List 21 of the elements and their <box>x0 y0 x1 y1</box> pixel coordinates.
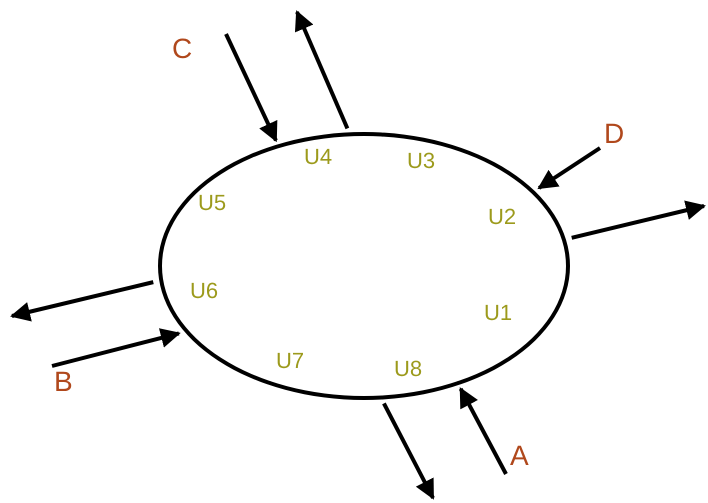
unit-label: U6 <box>190 280 218 302</box>
arrow <box>537 146 602 190</box>
port-letter: D <box>602 118 626 150</box>
unit-label: U2 <box>488 206 516 228</box>
unit-label: U1 <box>484 302 512 324</box>
unit-label: U8 <box>394 358 422 380</box>
ring-circle <box>158 132 570 400</box>
unit-label: U7 <box>276 350 304 372</box>
unit-label: U4 <box>304 146 332 168</box>
port-letter: A <box>508 440 531 472</box>
port-letter: B <box>52 366 75 398</box>
unit-label: U3 <box>407 150 436 172</box>
arrow <box>458 387 508 475</box>
port-letter: C <box>170 33 194 65</box>
arrow <box>382 402 435 500</box>
arrow <box>571 200 706 240</box>
arrow <box>294 10 350 130</box>
arrow <box>10 280 154 322</box>
arrow <box>224 33 278 142</box>
arrow <box>52 328 181 368</box>
unit-label: U5 <box>198 192 226 214</box>
